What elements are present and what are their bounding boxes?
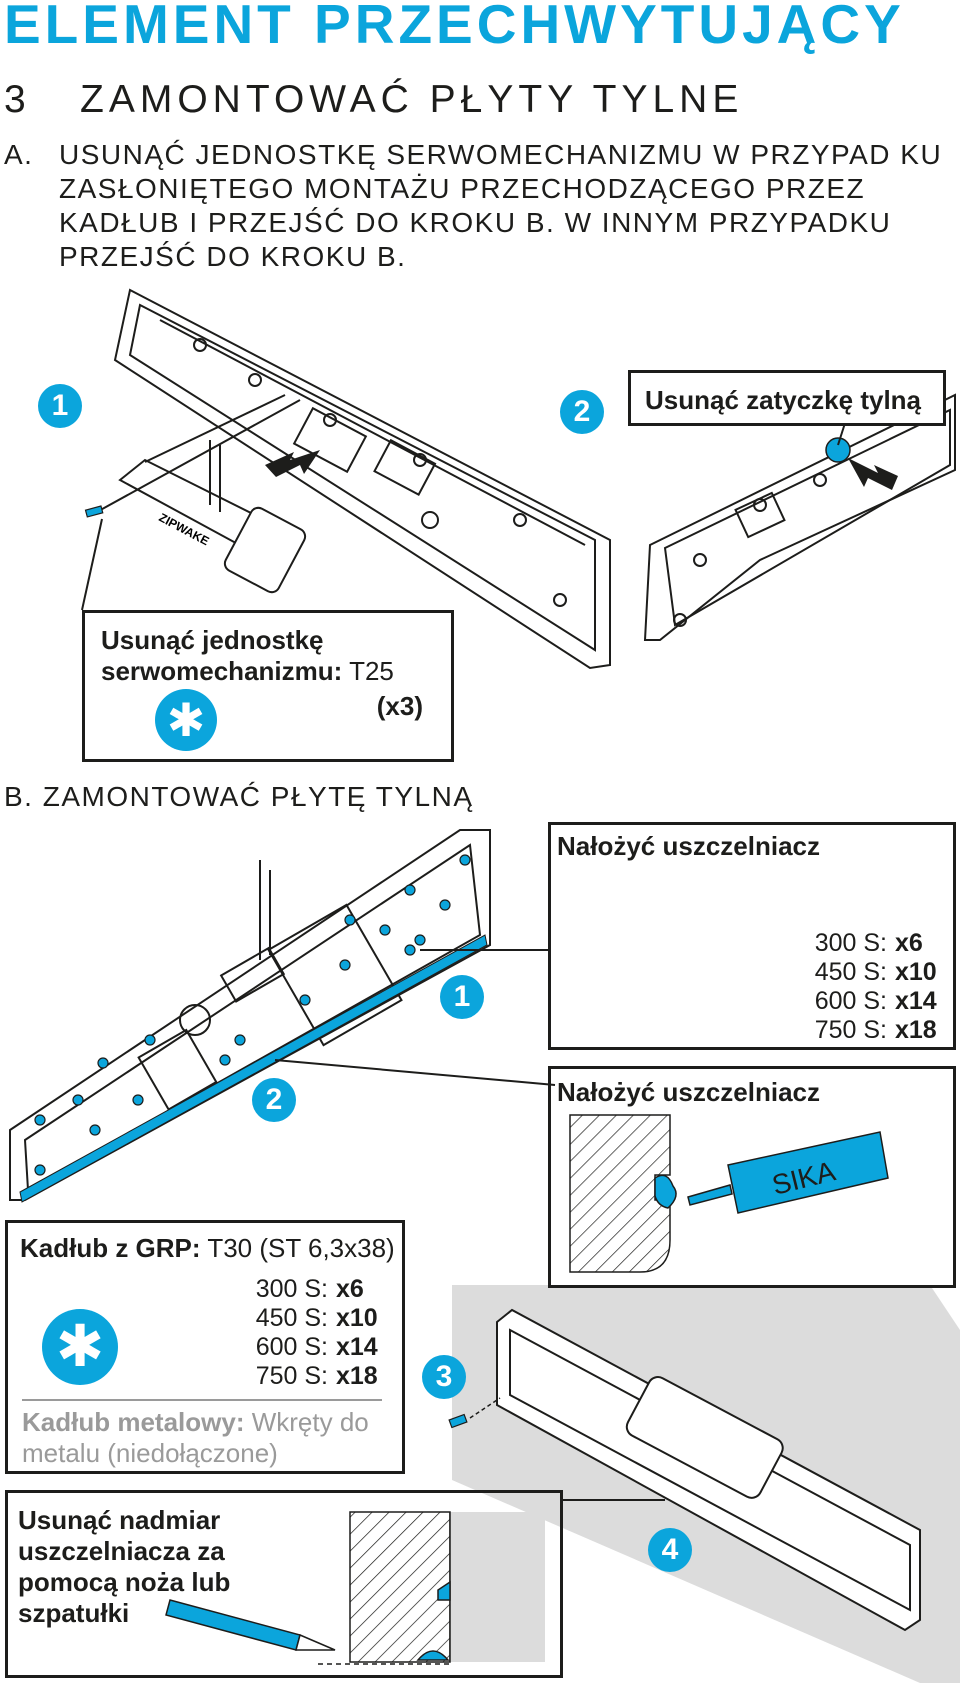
count-row: 600 S:x14 xyxy=(814,987,937,1015)
knife-icon xyxy=(165,1599,336,1651)
section-b-heading: B. ZAMONTOWAĆ PŁYTĘ TYLNĄ xyxy=(4,781,474,812)
plate-illustration-a1 xyxy=(113,288,611,670)
step-number: 3 xyxy=(4,78,31,121)
seal-strip xyxy=(19,934,488,1203)
count-row: 300 S:x6 xyxy=(814,929,923,957)
section-a-heading: A. USUNĄĆ JEDNOSTKĘ SERWOMECHANIZMU W PR… xyxy=(4,138,944,274)
screw-icon xyxy=(84,505,104,518)
step-label: ZAMONTOWAĆ PŁYTY TYLNE xyxy=(80,78,744,121)
sealant-title-1: Nałożyć uszczelniacz xyxy=(557,831,820,861)
plate-illustration-b xyxy=(9,829,491,1201)
arrow-icon xyxy=(265,450,320,477)
remove-servo-tool: T25 xyxy=(349,656,394,686)
screw-icon-b xyxy=(448,1413,468,1429)
count-row: 450 S:x10 xyxy=(814,958,937,986)
step-badge-2: 2 xyxy=(560,390,604,434)
step-badge-b1: 1 xyxy=(440,975,484,1019)
torx-icon-b: ✱ xyxy=(42,1309,118,1385)
seal-holes xyxy=(34,854,471,1176)
screw-count-table-2: 300 S:x6 450 S:x10 600 S:x14 750 S:x18 xyxy=(256,1275,384,1391)
count-row: 600 S:x14 xyxy=(255,1333,378,1361)
sealant-tube-2 xyxy=(687,1131,889,1214)
step-badge-1: 1 xyxy=(38,384,82,428)
sealant-box-1: Nałożyć uszczelniacz 300 S:x6 450 S:x10 … xyxy=(548,822,956,1050)
callout-line-a1 xyxy=(81,518,103,611)
excess-sealant-text: Usunąć nadmiar uszczelniacza za pomocą n… xyxy=(18,1505,231,1628)
knife-section xyxy=(318,1511,545,1665)
divider xyxy=(22,1399,382,1401)
grp-hull-text: Kadłub z GRP: T30 (ST 6,3x38) xyxy=(20,1233,395,1263)
rear-cap-icon xyxy=(825,437,851,463)
torx-icon: ✱ xyxy=(155,689,217,751)
count-row: 300 S:x6 xyxy=(255,1275,364,1303)
cross-section-2 xyxy=(569,1114,677,1273)
count-row: 750 S:x18 xyxy=(255,1362,378,1390)
step-badge-b4: 4 xyxy=(648,1528,692,1572)
grp-hull-callout: Kadłub z GRP: T30 (ST 6,3x38) ✱ 300 S:x6… xyxy=(5,1220,405,1474)
section-a-letter: A. xyxy=(4,139,34,170)
step-heading: 3 ZAMONTOWAĆ PŁYTY TYLNE xyxy=(4,78,743,122)
remove-servo-label: Usunąć jednostkę serwomechanizmu: xyxy=(101,625,343,686)
metal-hull-text: Kadłub metalowy: Wkręty do metalu (niedo… xyxy=(22,1407,369,1468)
plate-illustration-b-bottom xyxy=(496,1308,921,1632)
remove-cap-callout: Usunąć zatyczkę tylną xyxy=(628,370,946,426)
screw-path xyxy=(469,1397,501,1419)
plate-illustration-a2 xyxy=(643,393,956,641)
sealant-title-2: Nałożyć uszczelniacz xyxy=(557,1077,820,1107)
step-badge-b3: 3 xyxy=(422,1355,466,1399)
count-row: 450 S:x10 xyxy=(255,1304,378,1332)
servo-unit-illustration xyxy=(94,394,307,594)
remove-servo-callout: Usunąć jednostkę serwomechanizmu: T25 (x… xyxy=(82,610,454,762)
sealant-box-2: Nałożyć uszczelniacz xyxy=(548,1066,956,1288)
section-a-text: USUNĄĆ JEDNOSTKĘ SERWOMECHANIZMU W PRZYP… xyxy=(59,139,943,272)
remove-servo-qty: (x3) xyxy=(376,691,423,721)
callout-line-b2 xyxy=(274,1059,556,1086)
remove-cap-text: Usunąć zatyczkę tylną xyxy=(645,385,922,415)
arrow-icon-2 xyxy=(848,458,898,490)
excess-sealant-callout: Usunąć nadmiar uszczelniacza za pomocą n… xyxy=(5,1490,563,1678)
count-row: 750 S:x18 xyxy=(814,1016,937,1044)
page-title: ELEMENT PRZECHWYTUJĄCY xyxy=(4,0,905,55)
screw-count-table-1: 300 S:x6 450 S:x10 600 S:x14 750 S:x18 xyxy=(815,929,943,1045)
step-badge-b2: 2 xyxy=(252,1078,296,1122)
